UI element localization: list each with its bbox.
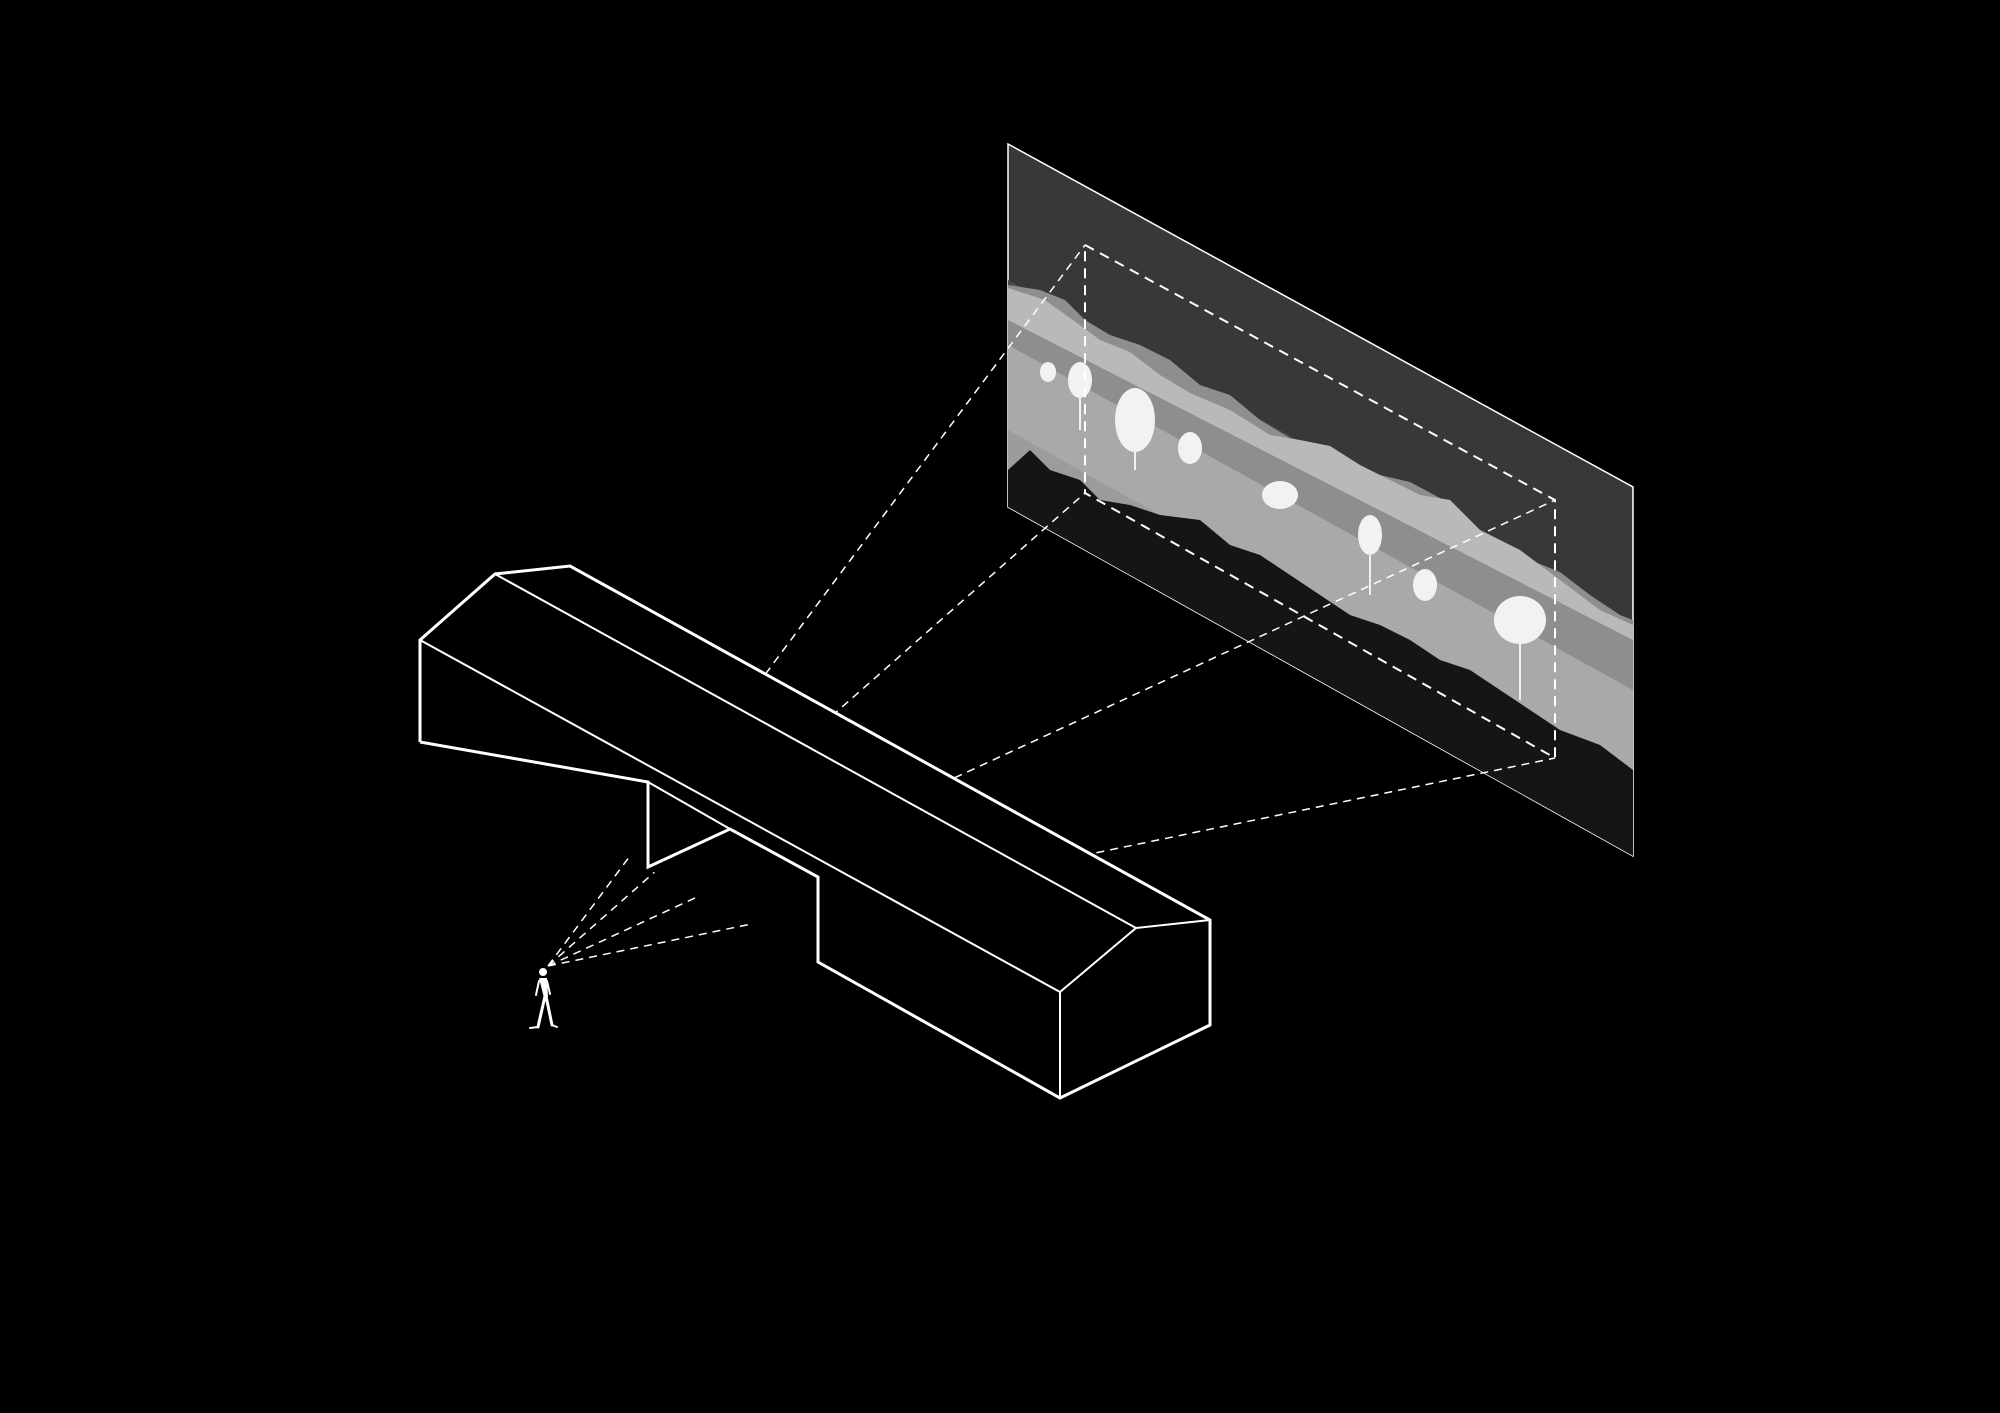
tree (1262, 481, 1298, 509)
tree (1040, 362, 1056, 382)
tree (1178, 432, 1202, 464)
sight-line (547, 244, 1086, 967)
tree (1494, 596, 1546, 644)
building-underpass-fill (648, 782, 818, 962)
foreground-foliage (1008, 450, 1633, 856)
near-mountain-ridge (1008, 288, 1633, 640)
tree (1358, 515, 1382, 555)
landscape-image (1008, 280, 1633, 856)
trees (1040, 362, 1546, 644)
long-gabled-building-outline (418, 564, 1212, 1100)
walking-person-icon (529, 968, 558, 1029)
tree-trunks (1079, 398, 1521, 700)
tree (1068, 362, 1092, 398)
tree (1413, 569, 1437, 601)
building-edges (419, 573, 1211, 1098)
landscape-panel (1007, 142, 1634, 858)
dashed-viewing-frame (1084, 243, 1556, 760)
tree (1115, 388, 1155, 452)
sight-line (547, 757, 1556, 967)
